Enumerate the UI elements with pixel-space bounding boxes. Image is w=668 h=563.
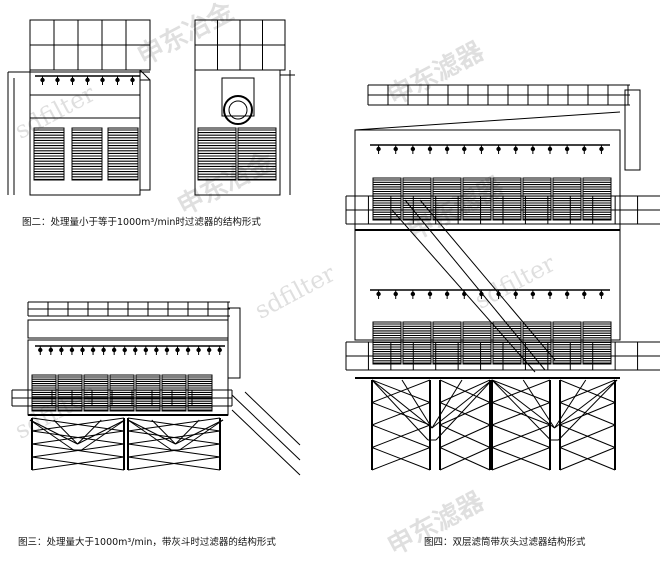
fig2-louver-panel xyxy=(33,127,65,181)
fig3-hopper xyxy=(77,419,102,445)
caption-fig2: 图二：处理量小于等于1000m³/min时过滤器的结构形式 xyxy=(22,217,261,228)
fig3-stair xyxy=(231,394,301,461)
fig4-louver-panel-upper xyxy=(522,177,552,221)
fig4-hopper xyxy=(491,379,551,441)
fig3-support xyxy=(127,456,221,471)
fig4-louver-panel-upper xyxy=(462,177,492,221)
fig2-louver-panel xyxy=(71,127,103,181)
fig4-louver-panel-lower xyxy=(402,321,432,365)
fig2-louver-panel xyxy=(107,127,139,181)
fig3-hopper xyxy=(29,419,78,445)
fig3-roof xyxy=(27,319,229,339)
fig4-support xyxy=(439,424,491,448)
fig4-hopper xyxy=(435,379,493,441)
fig3-support xyxy=(31,417,125,432)
fig4-support xyxy=(559,447,616,471)
fig3-hopper xyxy=(151,419,176,445)
fig4-hopper xyxy=(558,379,618,441)
fig4-side-ladder xyxy=(624,89,641,171)
fig4-support xyxy=(439,379,491,403)
fig4-hopper xyxy=(431,379,463,429)
fig3-louver-panel xyxy=(161,374,187,412)
fig4-stair xyxy=(391,209,536,373)
fig4-support xyxy=(439,402,491,426)
fig3-support xyxy=(127,417,221,432)
fig3-hopper xyxy=(175,419,224,445)
fig4-louver-panel-upper xyxy=(432,177,462,221)
fig4-support xyxy=(371,379,431,403)
fig3-hopper xyxy=(127,419,172,451)
fig4-hopper xyxy=(431,379,493,429)
fig4-hopper xyxy=(401,379,433,429)
fig4-support xyxy=(491,447,551,471)
fig4-support xyxy=(559,402,616,426)
fig4-louver-panel-upper xyxy=(402,177,432,221)
fig3-hopper xyxy=(81,419,126,451)
fig4-support xyxy=(559,424,616,448)
caption-fig4: 图四：双层滤筒带灰头过滤器结构形式 xyxy=(424,537,586,548)
fig3-support xyxy=(127,430,221,445)
inlet-pipe xyxy=(228,100,248,120)
fig4-support xyxy=(491,424,551,448)
fig4-louver-panel-lower xyxy=(582,321,612,365)
fig4-louver-panel-upper xyxy=(372,177,402,221)
fig4-roof xyxy=(354,111,621,131)
fig4-support xyxy=(371,424,431,448)
fig4-support xyxy=(491,379,551,403)
fig4-louver-panel-lower xyxy=(432,321,462,365)
inlet-pipe xyxy=(223,95,253,125)
fig3-louver-panel xyxy=(135,374,161,412)
fig4-stair xyxy=(419,199,556,361)
fig4-louver-panel-lower xyxy=(372,321,402,365)
fig4-louver-panel-upper xyxy=(582,177,612,221)
fig3-hopper xyxy=(77,419,126,445)
fig2-side-body xyxy=(194,69,281,196)
fig3-support xyxy=(31,443,125,458)
fig3-hopper xyxy=(179,419,224,451)
fig3-louver-panel xyxy=(109,374,135,412)
caption-fig3: 图三：处理量大于1000m³/min，带灰斗时过滤器的结构形式 xyxy=(18,537,276,548)
fig3-support xyxy=(127,443,221,458)
fig3-hopper xyxy=(127,419,176,445)
fig3-hopper xyxy=(53,419,78,445)
fig3-louver-panel xyxy=(83,374,109,412)
fig3-side-stair xyxy=(227,307,241,379)
fig4-louver-panel-upper xyxy=(552,177,582,221)
fig2-louver-panel xyxy=(197,127,237,181)
fig4-support xyxy=(491,402,551,426)
fig3-stair xyxy=(244,391,301,446)
fig3-support xyxy=(31,456,125,471)
fig3-support xyxy=(31,430,125,445)
fig4-hopper xyxy=(371,379,429,441)
fig3-stair xyxy=(231,409,301,476)
fig4-louver-panel-lower xyxy=(552,321,582,365)
fig3-hopper xyxy=(29,419,74,451)
fig2-line xyxy=(139,69,151,81)
fig4-support xyxy=(371,447,431,471)
fig2-side-frame xyxy=(139,79,151,191)
fig2-louver-panel xyxy=(237,127,277,181)
fig4-hopper xyxy=(554,379,618,429)
fig2-inlet-box xyxy=(221,77,255,117)
fig4-hopper xyxy=(371,379,433,429)
fig4-louver-panel-lower xyxy=(462,321,492,365)
fig4-support xyxy=(439,447,491,471)
fig4-louver-panel-upper xyxy=(492,177,522,221)
fig4-support xyxy=(371,402,431,426)
fig3-louver-panel xyxy=(57,374,83,412)
fig4-louver-panel-lower xyxy=(492,321,522,365)
fig4-support xyxy=(559,379,616,403)
fig3-hopper xyxy=(175,419,200,445)
fig4-hopper xyxy=(491,379,555,429)
